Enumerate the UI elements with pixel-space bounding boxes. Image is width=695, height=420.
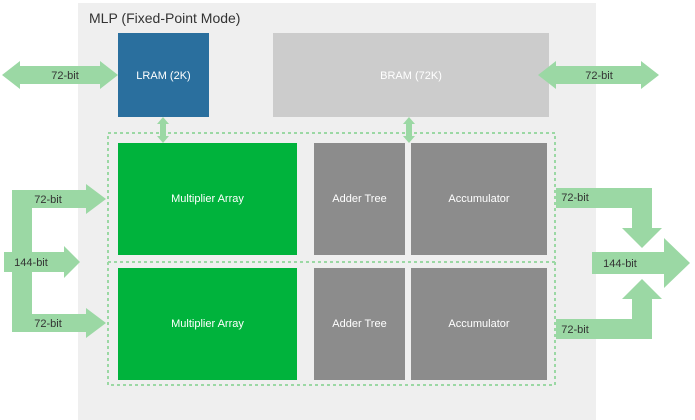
bram-label: BRAM (72K): [380, 70, 442, 82]
right-output-arrows: [556, 188, 690, 339]
adder-tree-1: [314, 143, 405, 255]
left-top-arrow-label: 72-bit: [51, 70, 79, 82]
bram-connector-arrow: [403, 117, 415, 143]
accumulator-2-label: Accumulator: [448, 318, 509, 330]
lram-connector-arrow: [157, 117, 169, 143]
bram-block: [273, 33, 549, 117]
multiplier-array-1-label: Multiplier Array: [171, 193, 244, 205]
compute-region: [107, 132, 556, 386]
accumulator-1-label: Accumulator: [448, 193, 509, 205]
right-144-output-label: 144-bit: [603, 258, 637, 270]
lram-block: [118, 33, 209, 117]
right-top-arrow-label: 72-bit: [585, 70, 613, 82]
right-lower-output-label: 72-bit: [561, 324, 589, 336]
left-top-bidirectional-arrow: 72-bit: [2, 61, 118, 89]
adder-tree-1-label: Adder Tree: [332, 193, 386, 205]
right-upper-output-label: 72-bit: [561, 192, 589, 204]
right-top-bidirectional-arrow: 72-bit: [538, 61, 659, 89]
left-144-input-label: 144-bit: [14, 257, 48, 269]
multiplier-array-2-label: Multiplier Array: [171, 318, 244, 330]
left-upper-input-label: 72-bit: [34, 194, 62, 206]
multiplier-array-2: [118, 268, 297, 380]
left-input-arrows: [4, 184, 106, 338]
accumulator-1: [411, 143, 547, 255]
adder-tree-2-label: Adder Tree: [332, 318, 386, 330]
accumulator-2: [411, 268, 547, 380]
adder-tree-2: [314, 268, 405, 380]
lram-label: LRAM (2K): [136, 70, 190, 82]
left-lower-input-label: 72-bit: [34, 318, 62, 330]
multiplier-array-1: [118, 143, 297, 255]
mlp-title: MLP (Fixed-Point Mode): [89, 10, 240, 26]
